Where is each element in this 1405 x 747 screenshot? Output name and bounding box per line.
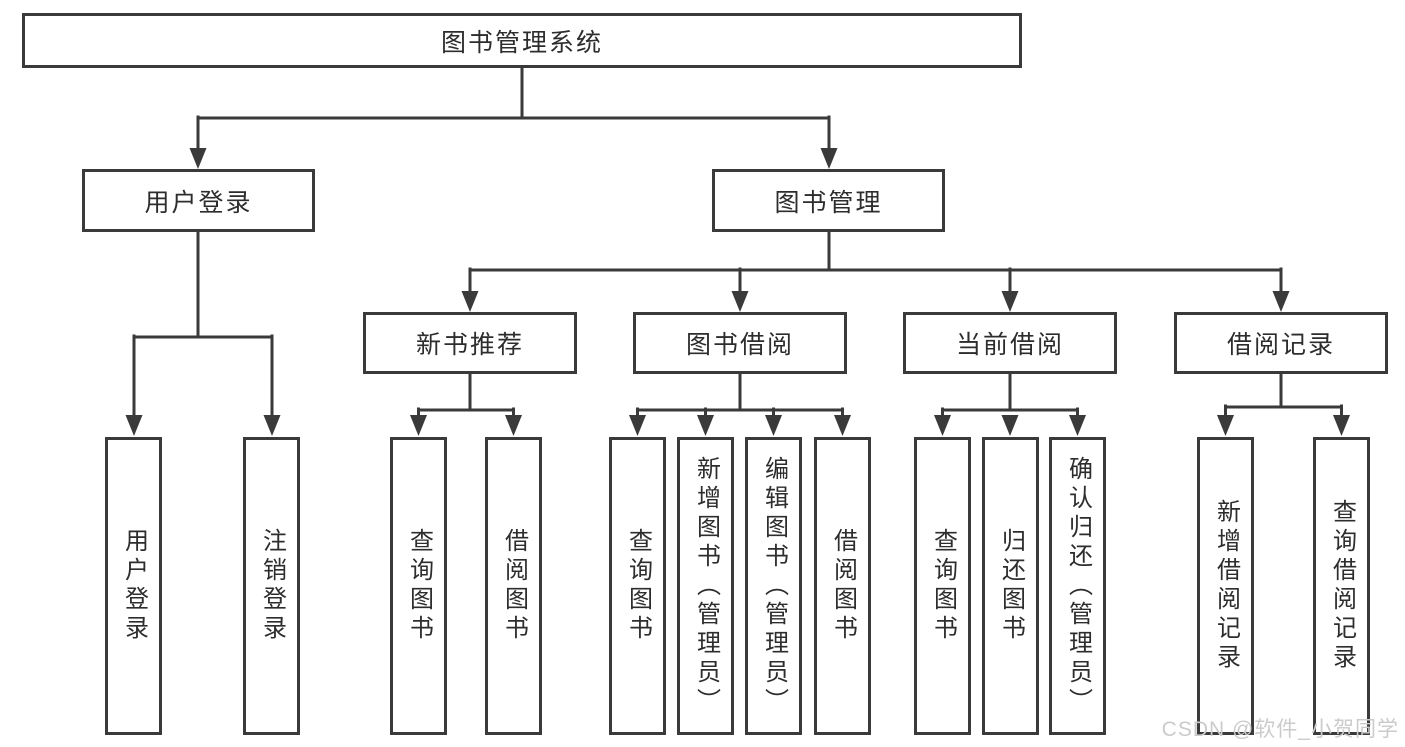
node-label: 查询借阅记录 [1328,499,1356,673]
leaf-query-books: 查询图书 [914,437,971,735]
leaf-add-borrow-record: 新增借阅记录 [1197,437,1254,735]
node-user-login: 用户登录 [82,169,315,232]
connector-lines [132,66,1343,421]
node-label: 确认归还（管理员） [1064,455,1092,717]
leaf-edit-books-admin: 编辑图书（管理员） [745,437,802,735]
node-label: 查询图书 [929,528,957,644]
node-label: 归还图书 [997,528,1025,644]
node-label: 借阅图书 [500,528,528,644]
arrowheads [125,148,1350,436]
leaf-return-books: 归还图书 [982,437,1039,735]
arrow-down-icon [263,415,281,436]
node-label: 编辑图书（管理员） [760,455,788,717]
leaf-logout: 注销登录 [243,437,300,735]
arrow-down-icon [697,415,714,436]
node-label: 查询图书 [405,528,433,644]
arrow-down-icon [934,415,951,436]
node-label: 新增图书（管理员） [692,455,720,717]
arrow-down-icon [629,415,646,436]
arrow-down-icon [461,291,479,312]
node-borrowing-records: 借阅记录 [1174,312,1388,374]
arrow-down-icon [765,415,782,436]
arrow-down-icon [505,415,522,436]
arrow-down-icon [834,415,851,436]
arrow-down-icon [1001,415,1019,436]
arrow-down-icon [1333,415,1350,436]
node-book-management: 图书管理 [712,169,945,232]
node-current-borrowing: 当前借阅 [903,312,1117,374]
node-label: 查询图书 [624,528,652,644]
node-new-book-recommendation: 新书推荐 [363,312,577,374]
arrow-down-icon [820,148,838,169]
arrow-down-icon [1001,291,1019,312]
leaf-borrow-books: 借阅图书 [485,437,542,735]
arrow-down-icon [410,415,427,436]
leaf-query-borrow-record: 查询借阅记录 [1313,437,1370,735]
node-label: 借阅图书 [829,528,857,644]
node-label: 图书管理系统 [440,28,603,57]
leaf-user-login: 用户登录 [105,437,162,735]
arrow-down-icon [1272,291,1290,312]
arrow-down-icon [189,148,207,169]
node-label: 新增借阅记录 [1212,499,1240,673]
node-label: 新书推荐 [415,331,524,359]
arrow-down-icon [1217,415,1234,436]
node-label: 用户登录 [120,528,148,644]
leaf-query-books: 查询图书 [390,437,447,735]
leaf-confirm-return-admin: 确认归还（管理员） [1049,437,1106,735]
node-book-borrowing: 图书借阅 [633,312,847,374]
csdn-watermark: CSDN @软件_小贺同学 [1161,718,1399,741]
node-label: 注销登录 [258,528,286,644]
node-library-management-system: 图书管理系统 [22,13,1022,68]
leaf-add-books-admin: 新增图书（管理员） [677,437,734,735]
node-label: 借阅记录 [1226,331,1335,359]
node-label: 图书借阅 [685,331,794,359]
arrow-down-icon [731,291,749,312]
node-label: 当前借阅 [955,331,1064,359]
node-label: 用户登录 [144,188,253,217]
arrow-down-icon [125,415,143,436]
node-label: 图书管理 [774,188,883,217]
arrow-down-icon [1069,415,1086,436]
leaf-borrow-books: 借阅图书 [814,437,871,735]
leaf-query-books: 查询图书 [609,437,666,735]
